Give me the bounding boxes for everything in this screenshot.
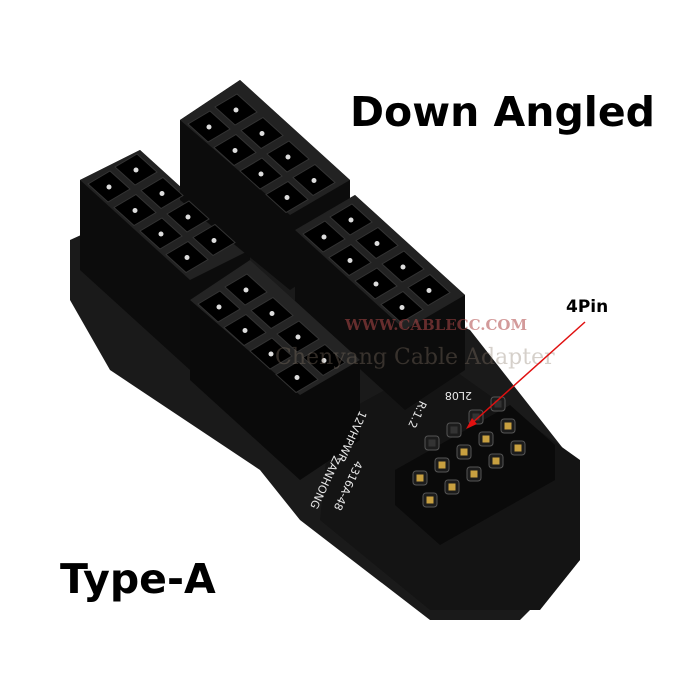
gold-pin xyxy=(470,470,478,478)
terminal-pin xyxy=(159,191,165,196)
terminal-pin xyxy=(184,255,190,260)
gold-pin xyxy=(460,448,468,456)
terminal-pin xyxy=(285,154,291,160)
sense-pin xyxy=(450,426,458,434)
watermark-url: WWW.CABLECC.COM xyxy=(344,316,527,334)
gold-pin xyxy=(448,483,456,491)
terminal-pin xyxy=(106,184,112,190)
variant-label: Type-A xyxy=(60,555,216,603)
terminal-pin xyxy=(233,107,239,113)
gold-pin xyxy=(504,422,512,430)
sense-pin xyxy=(472,413,480,421)
terminal-pin xyxy=(232,148,238,153)
terminal-pin xyxy=(185,214,191,220)
gold-pin xyxy=(438,461,446,469)
terminal-pin xyxy=(426,288,432,293)
callout-label: 4Pin xyxy=(566,297,609,317)
callout-arrow xyxy=(469,321,586,426)
terminal-pin xyxy=(295,334,301,340)
gold-pin xyxy=(514,444,522,452)
terminal-pin xyxy=(216,304,222,310)
terminal-pin xyxy=(400,264,406,270)
terminal-pin xyxy=(269,311,275,316)
terminal-pin xyxy=(321,234,327,240)
gold-pin xyxy=(426,496,434,504)
terminal-pin xyxy=(158,231,164,237)
terminal-pin xyxy=(348,217,354,223)
terminal-pin xyxy=(321,358,327,363)
terminal-pin xyxy=(211,238,217,243)
arrowhead-icon xyxy=(466,418,477,429)
terminal-pin xyxy=(347,258,353,263)
terminal-pin xyxy=(242,328,248,333)
terminal-pin xyxy=(243,287,249,293)
terminal-pin xyxy=(284,195,290,200)
gold-pin xyxy=(492,457,500,465)
sense-pin xyxy=(494,400,502,408)
terminal-pin xyxy=(399,305,405,310)
terminal-pin xyxy=(132,208,138,213)
terminal-pin xyxy=(133,167,139,173)
terminal-pin xyxy=(373,281,379,287)
watermark-brand: Chenyang Cable Adapter xyxy=(275,345,555,370)
terminal-pin xyxy=(311,178,317,183)
gold-pin xyxy=(416,474,424,482)
sense-pin xyxy=(428,439,436,447)
pcb-marking: 2L08 xyxy=(445,389,472,402)
terminal-pin xyxy=(258,171,264,177)
headline: Down Angled xyxy=(350,88,656,136)
terminal-pin xyxy=(374,241,380,246)
gold-pin xyxy=(482,435,490,443)
terminal-pin xyxy=(268,351,274,357)
terminal-pin xyxy=(259,131,265,136)
terminal-pin xyxy=(294,375,300,380)
terminal-pin xyxy=(206,124,212,130)
